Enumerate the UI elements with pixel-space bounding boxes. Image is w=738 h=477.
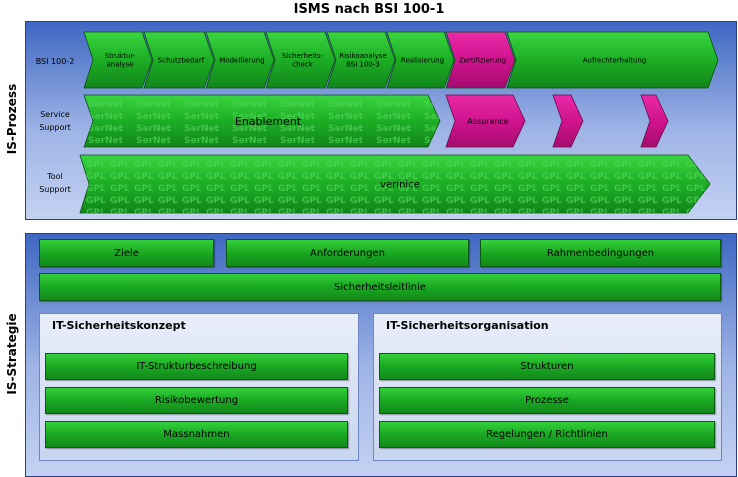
bsi-step-arrow-1 — [143, 31, 215, 89]
service-arrow-magenta-3 — [552, 94, 584, 148]
bsi-step-arrow-6 — [445, 31, 516, 89]
enablement-label: Enablement — [235, 115, 302, 128]
is-strategie-label: IS-Strategie — [5, 313, 19, 395]
enablement-watermark — [84, 95, 440, 147]
row-label-tool-line1: Tool — [47, 172, 63, 181]
diagram-title: ISMS nach BSI 100-1 — [293, 2, 445, 17]
row-label-bsi: BSI 100-2 — [29, 55, 81, 68]
sicherheitsorganisation-title: IT-Sicherheitsorganisation — [386, 319, 549, 332]
bsi-step-label-3: Sicherheits-check — [282, 52, 324, 68]
ziele-box: Ziele — [39, 239, 214, 267]
row-label-tool: Tool Support — [29, 170, 81, 196]
service-arrow-magenta-4 — [640, 94, 669, 148]
bsi-step-label-5: Realisierung — [401, 56, 444, 64]
bsi-step-arrow-2 — [205, 31, 275, 89]
anforderungen-box: Anforderungen — [226, 239, 469, 267]
assurance-arrow — [445, 94, 526, 148]
row-label-service: Service Support — [29, 108, 81, 134]
bsi-step-label-1: Schutzbedarf — [158, 56, 205, 64]
row-label-bsi-text: BSI 100-2 — [35, 57, 75, 66]
bsi-step-label-2: Modellierung — [219, 56, 264, 64]
bsi-step-arrow-7 — [506, 31, 719, 89]
verinice-label: verinice — [380, 180, 420, 191]
bsi-step-arrow-0 — [83, 31, 153, 89]
rahmenbedingungen-box: Rahmenbedingungen — [480, 239, 721, 267]
row-label-service-line2: Support — [39, 123, 71, 132]
bsi-step-label-7: Aufrechterhaltung — [583, 56, 647, 64]
strukturen-box: Strukturen — [379, 353, 715, 380]
risikobewertung-box: Risikobewertung — [45, 387, 348, 414]
bsi-step-arrow-4 — [326, 31, 396, 89]
bsi-step-arrow-5 — [386, 31, 455, 89]
bsi-step-arrow-3 — [265, 31, 336, 89]
massnahmen-box: Massnahmen — [45, 421, 348, 448]
sicherheitsleitlinie-box: Sicherheitsleitlinie — [39, 273, 721, 301]
prozesse-box: Prozesse — [379, 387, 715, 414]
verinice-watermark — [80, 155, 710, 213]
bsi-step-label-6: Zertifizierung — [459, 56, 506, 64]
row-label-tool-line2: Support — [39, 185, 71, 194]
sicherheitskonzept-title: IT-Sicherheitskonzept — [52, 319, 186, 332]
regelungen-box: Regelungen / Richtlinien — [379, 421, 715, 448]
row-label-service-line1: Service — [40, 110, 70, 119]
assurance-label: Assurance — [467, 117, 509, 126]
strukturbeschreibung-box: IT-Strukturbeschreibung — [45, 353, 348, 380]
bsi-step-label-0: Struktur-analyse — [105, 52, 136, 68]
